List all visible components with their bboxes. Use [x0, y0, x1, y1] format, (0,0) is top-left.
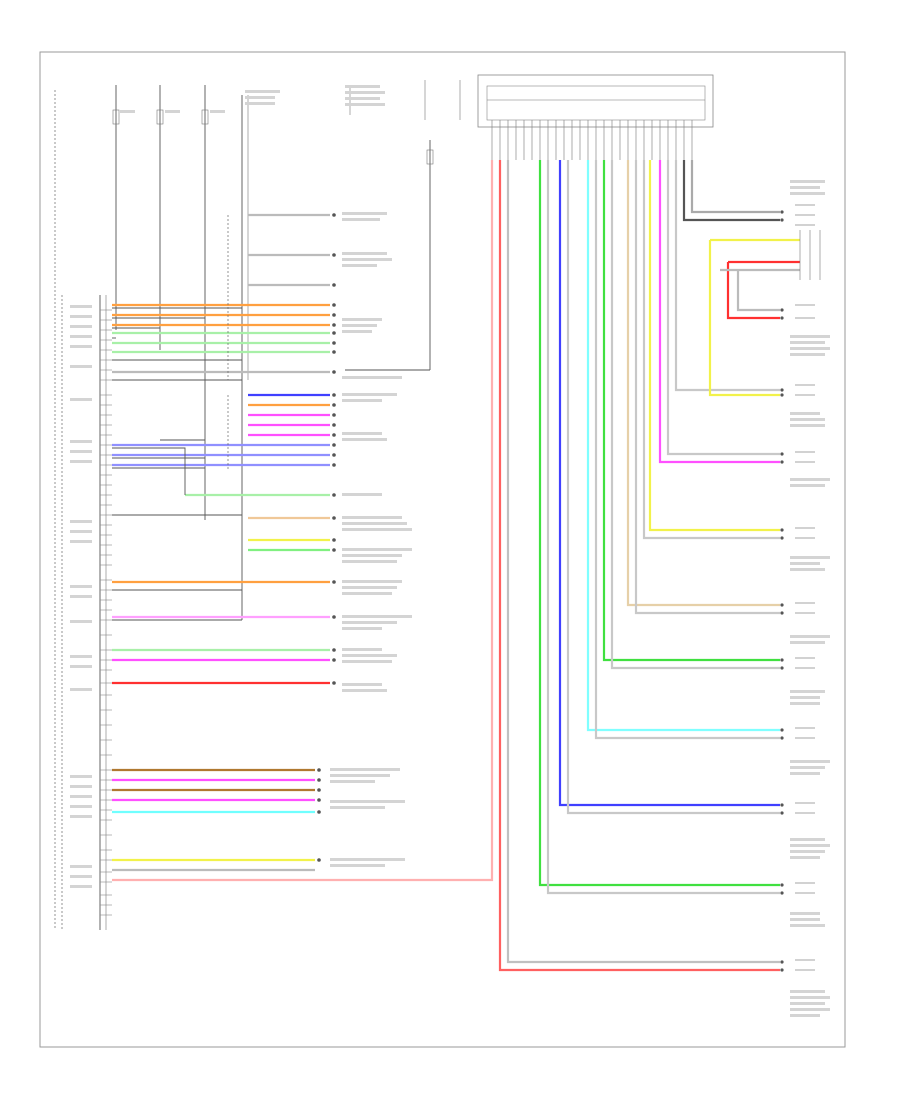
wire-gray-6 — [634, 160, 780, 615]
wire-gray-4 — [594, 160, 780, 740]
right-connector-stubs — [795, 204, 815, 971]
right-top-cluster — [708, 230, 821, 397]
wire-red-right — [498, 160, 780, 972]
diagram-frame — [39, 51, 846, 1048]
left-horizontal-wires — [112, 213, 330, 872]
wire-gray-9 — [674, 160, 780, 392]
right-module — [477, 74, 714, 160]
left-circuit-lines — [112, 215, 242, 621]
left-pin-ticks — [100, 309, 112, 916]
wire-cyan-right — [586, 160, 780, 732]
wire-blue-right — [558, 160, 780, 807]
wire-gray-2 — [546, 160, 780, 895]
wire-gray-right — [506, 160, 780, 964]
illegible-label-blocks — [70, 85, 830, 1017]
left-module — [54, 90, 112, 930]
fuse-columns — [112, 85, 249, 620]
wire-black-right — [682, 160, 780, 222]
top-center-blocks — [345, 80, 461, 371]
wire-gray-8 — [666, 160, 780, 456]
wire-gray-5 — [610, 160, 780, 670]
wire-magenta-right — [658, 160, 780, 464]
wire-tan-right — [626, 160, 780, 607]
right-vertical-wires — [112, 160, 780, 972]
wire-lightgreen-right — [602, 160, 780, 662]
wire-gray-3 — [566, 160, 780, 815]
wire-pink-right — [112, 160, 494, 882]
wire-yellow-right — [648, 160, 780, 532]
wire-gray-7 — [642, 160, 780, 540]
center-connector-pins — [317, 213, 336, 862]
wire-gray-10 — [690, 160, 780, 214]
wire-green-right — [538, 160, 780, 887]
right-connector-pins — [780, 210, 784, 972]
